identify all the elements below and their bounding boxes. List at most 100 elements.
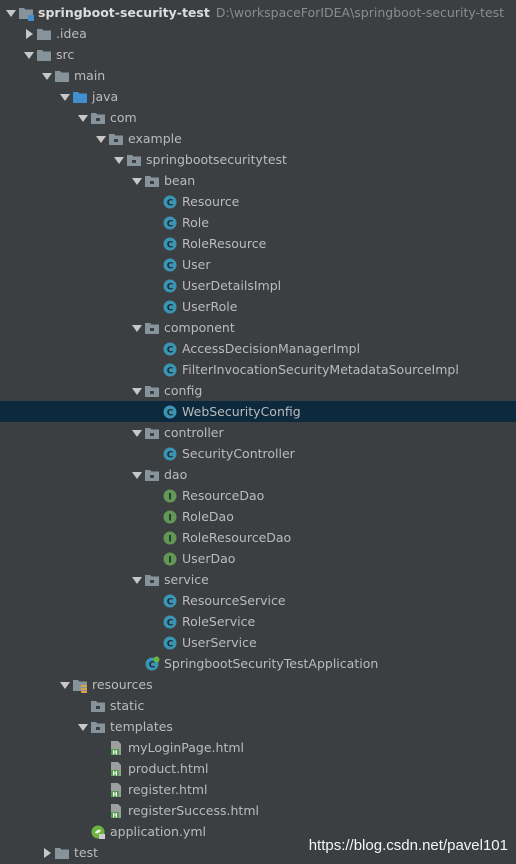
tree-row[interactable]: application.yml	[0, 821, 516, 842]
expand-arrow-icon[interactable]	[58, 90, 72, 104]
svg-text:H: H	[112, 770, 117, 777]
tree-row-label: SpringbootSecurityTestApplication	[164, 656, 379, 671]
yml-file-icon	[90, 824, 106, 840]
expand-arrow-icon[interactable]	[40, 69, 54, 83]
expand-arrow-icon[interactable]	[58, 678, 72, 692]
tree-row[interactable]: com	[0, 107, 516, 128]
tree-row[interactable]: .idea	[0, 23, 516, 44]
tree-row[interactable]: config	[0, 380, 516, 401]
arrow-spacer	[94, 762, 108, 776]
class-icon: C	[162, 362, 178, 378]
tree-row[interactable]: test	[0, 842, 516, 863]
source-folder-icon	[72, 89, 88, 105]
tree-row[interactable]: src	[0, 44, 516, 65]
html-file-icon: H	[108, 803, 124, 819]
tree-row[interactable]: java	[0, 86, 516, 107]
tree-row[interactable]: component	[0, 317, 516, 338]
arrow-spacer	[76, 699, 90, 713]
class-icon: C	[162, 446, 178, 462]
expand-arrow-icon[interactable]	[130, 426, 144, 440]
tree-row-label: myLoginPage.html	[128, 740, 245, 755]
collapse-arrow-icon[interactable]	[40, 846, 54, 860]
tree-row[interactable]: I UserDao	[0, 548, 516, 569]
expand-arrow-icon[interactable]	[130, 468, 144, 482]
expand-arrow-icon[interactable]	[22, 48, 36, 62]
tree-row[interactable]: example	[0, 128, 516, 149]
arrow-spacer	[148, 195, 162, 209]
svg-text:C: C	[167, 345, 174, 355]
expand-arrow-icon[interactable]	[130, 321, 144, 335]
expand-arrow-icon[interactable]	[130, 573, 144, 587]
tree-row-label: RoleResourceDao	[182, 530, 292, 545]
arrow-spacer	[148, 594, 162, 608]
tree-row-label: dao	[164, 467, 188, 482]
expand-arrow-icon[interactable]	[76, 720, 90, 734]
tree-row-label: src	[56, 47, 75, 62]
tree-row-label: resources	[92, 677, 153, 692]
class-icon: C	[162, 635, 178, 651]
tree-row[interactable]: main	[0, 65, 516, 86]
tree-row[interactable]: resources	[0, 674, 516, 695]
tree-row-label: FilterInvocationSecurityMetadataSourceIm…	[182, 362, 459, 377]
tree-row[interactable]: springbootsecuritytest	[0, 149, 516, 170]
project-path: D:\workspaceForIDEA\springboot-security-…	[215, 5, 505, 20]
tree-row[interactable]: bean	[0, 170, 516, 191]
expand-arrow-icon[interactable]	[112, 153, 126, 167]
tree-row-label: RoleDao	[182, 509, 234, 524]
tree-row[interactable]: static	[0, 695, 516, 716]
expand-arrow-icon[interactable]	[76, 111, 90, 125]
svg-text:H: H	[112, 749, 117, 756]
arrow-spacer	[148, 216, 162, 230]
class-icon: C	[162, 404, 178, 420]
expand-arrow-icon[interactable]	[4, 6, 18, 20]
tree-row[interactable]: templates	[0, 716, 516, 737]
folder-icon	[36, 47, 52, 63]
arrow-spacer	[94, 783, 108, 797]
arrow-spacer	[94, 741, 108, 755]
svg-text:C: C	[167, 198, 174, 208]
expand-arrow-icon[interactable]	[94, 132, 108, 146]
arrow-spacer	[148, 363, 162, 377]
tree-row[interactable]: dao	[0, 464, 516, 485]
tree-row[interactable]: controller	[0, 422, 516, 443]
class-icon: C	[162, 341, 178, 357]
collapse-arrow-icon[interactable]	[22, 27, 36, 41]
svg-text:C: C	[167, 282, 174, 292]
tree-row[interactable]: C FilterInvocationSecurityMetadataSourceI…	[0, 359, 516, 380]
tree-row-label: springbootsecuritytest	[146, 152, 287, 167]
svg-text:C: C	[167, 408, 174, 418]
tree-row-label: UserDao	[182, 551, 236, 566]
expand-arrow-icon[interactable]	[130, 174, 144, 188]
tree-row[interactable]: service	[0, 569, 516, 590]
tree-row-label: bean	[164, 173, 196, 188]
tree-row-label: .idea	[56, 26, 87, 41]
svg-text:I: I	[168, 555, 171, 565]
expand-arrow-icon[interactable]	[130, 384, 144, 398]
tree-row-label: com	[110, 110, 137, 125]
arrow-spacer	[148, 552, 162, 566]
module-folder-icon	[18, 5, 34, 21]
arrow-spacer	[148, 405, 162, 419]
html-file-icon: H	[108, 740, 124, 756]
